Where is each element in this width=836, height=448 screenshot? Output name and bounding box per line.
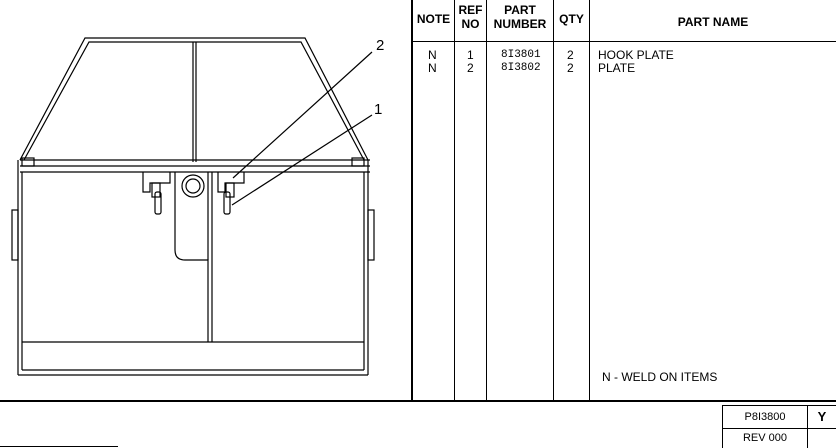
- header-part-name: PART NAME: [677, 15, 749, 29]
- header-note: NOTE: [416, 12, 451, 26]
- parts-drawing: 2 1: [11, 37, 384, 376]
- row1-part-name: HOOK PLATE: [598, 48, 674, 62]
- col-divider-qty: [589, 0, 590, 402]
- callout-1: 1: [374, 101, 382, 118]
- row1-ref: 1: [467, 48, 474, 62]
- drawing-code: Y: [817, 409, 827, 424]
- row2-ref: 2: [467, 61, 474, 75]
- callout-2: 2: [376, 37, 384, 54]
- row2-part-name: PLATE: [598, 61, 636, 75]
- table-bottom-line: [0, 400, 836, 402]
- row2-qty: 2: [567, 61, 574, 75]
- header-qty: QTY: [559, 12, 584, 26]
- revision: REV 000: [742, 432, 788, 444]
- revision-box: REV 000: [722, 428, 808, 448]
- row1-qty: 2: [567, 48, 574, 62]
- row1-note: N: [428, 48, 437, 62]
- row1-part-number: 8I3801: [501, 49, 541, 61]
- row2-note: N: [428, 61, 437, 75]
- header-underline: [411, 41, 836, 42]
- row2-part-number: 8I3802: [501, 62, 541, 74]
- drawing-number: P8I3800: [744, 411, 786, 423]
- footnote: N - WELD ON ITEMS: [602, 370, 718, 384]
- table-border-left: [411, 0, 413, 402]
- col-divider-ref: [486, 0, 487, 402]
- frame-outline: [19, 37, 369, 161]
- drawing-number-box: P8I3800: [722, 405, 808, 429]
- col-divider-partnumber: [553, 0, 554, 402]
- col-divider-note: [454, 0, 455, 402]
- code-box: Y: [807, 405, 836, 429]
- bottom-left-rule: [0, 446, 118, 447]
